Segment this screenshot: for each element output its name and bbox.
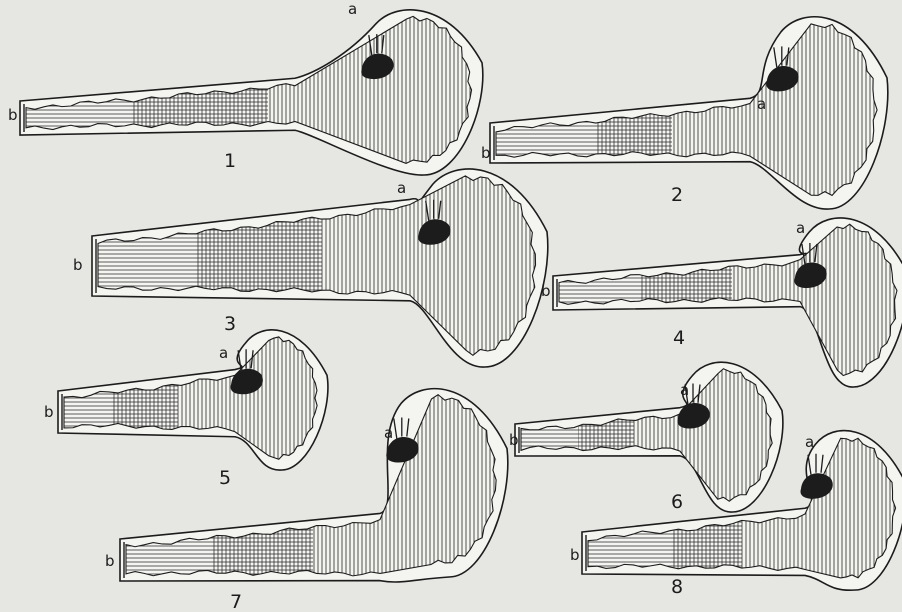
panel-number: 7 [230,591,242,612]
label-b: b [73,256,83,274]
label-a: a [384,424,393,442]
label-a: a [397,179,406,197]
panel-number: 1 [224,150,236,172]
zone-horizontal-hatch [58,0,113,612]
panel-number: 2 [671,184,683,206]
label-a: a [805,433,814,451]
label-a: a [348,0,357,18]
label-b: b [481,144,491,162]
label-b: b [570,546,580,564]
panel-number: 8 [671,576,683,598]
label-b: b [44,403,54,421]
label-b: b [8,106,18,124]
panel-number: 3 [224,313,236,335]
label-a: a [757,95,766,113]
label-a: a [680,381,689,399]
zone-horizontal-hatch [20,0,133,612]
label-a: a [796,219,805,237]
label-b: b [105,552,115,570]
label-b: b [509,431,519,449]
panel-number: 5 [219,467,231,489]
panel-number: 6 [671,491,683,513]
label-b: b [541,282,551,300]
panel-number: 4 [673,327,685,349]
label-a: a [219,344,228,362]
